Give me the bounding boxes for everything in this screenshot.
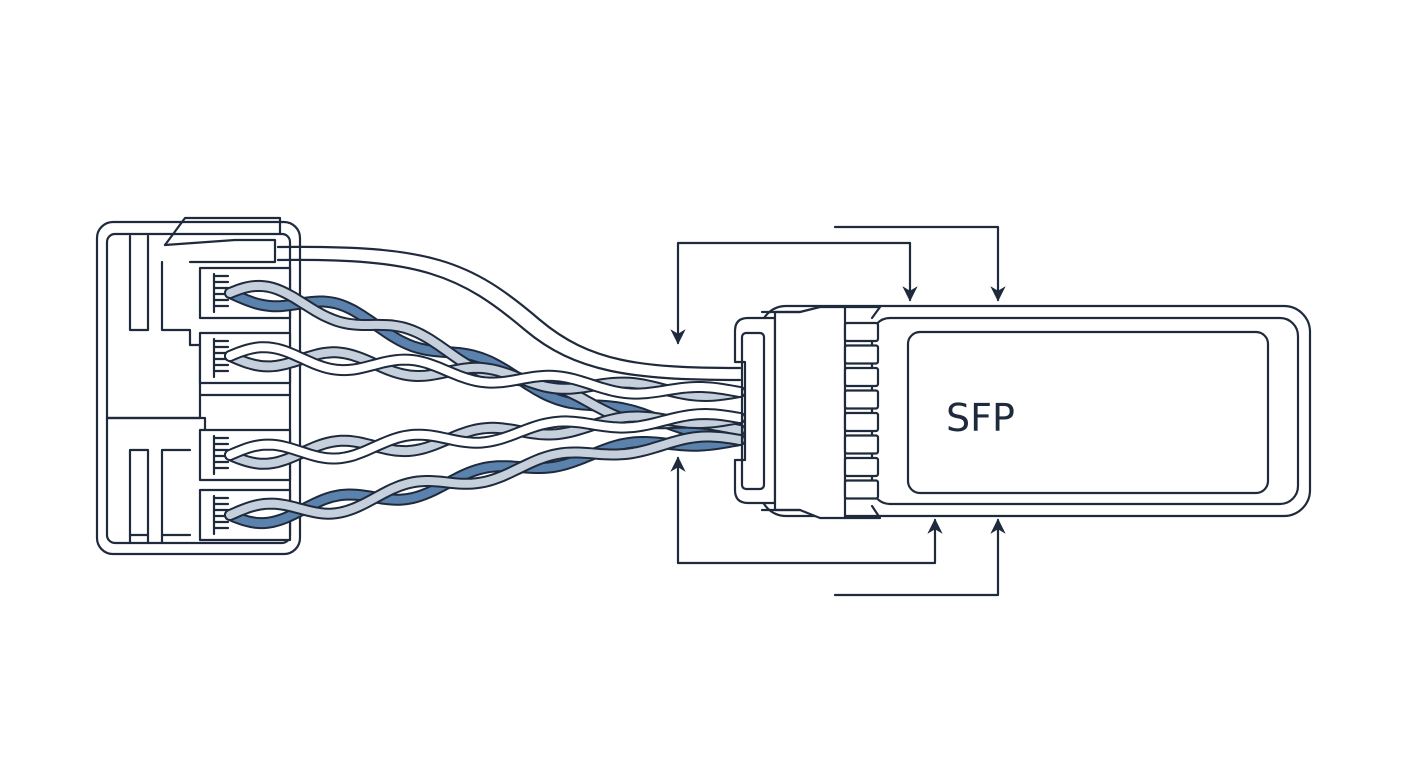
sfp-pin xyxy=(843,479,880,500)
twisted-pair xyxy=(224,430,746,530)
arrow-top-inner-left xyxy=(670,241,912,345)
twisted-pair xyxy=(224,407,746,470)
sfp-label-box xyxy=(906,330,1270,495)
sfp-pin xyxy=(843,434,880,455)
sfp-pin xyxy=(843,411,880,433)
twisted-pairs xyxy=(224,279,746,530)
wire-strand xyxy=(226,343,744,398)
arrow-bottom-outer xyxy=(833,518,1006,597)
sfp-pin xyxy=(843,389,880,410)
sfp-collar xyxy=(773,305,847,520)
rj45-ports xyxy=(198,266,292,542)
sfp-pins xyxy=(843,321,880,500)
twisted-pair xyxy=(224,341,746,403)
sfp-label: SFP xyxy=(946,396,1015,440)
sfp-pin xyxy=(843,344,880,365)
wire-strand xyxy=(226,432,744,519)
cable-jacket-inner xyxy=(276,258,742,382)
cable-jacket xyxy=(276,245,742,370)
sfp-pin xyxy=(843,456,880,478)
sfp-pin xyxy=(843,321,880,343)
sfp-module xyxy=(733,304,1312,520)
wire-strand xyxy=(226,409,744,463)
arrow-bottom-inner xyxy=(676,518,943,565)
arrow-top-outer xyxy=(833,225,1006,302)
sfp-pin xyxy=(843,366,880,388)
